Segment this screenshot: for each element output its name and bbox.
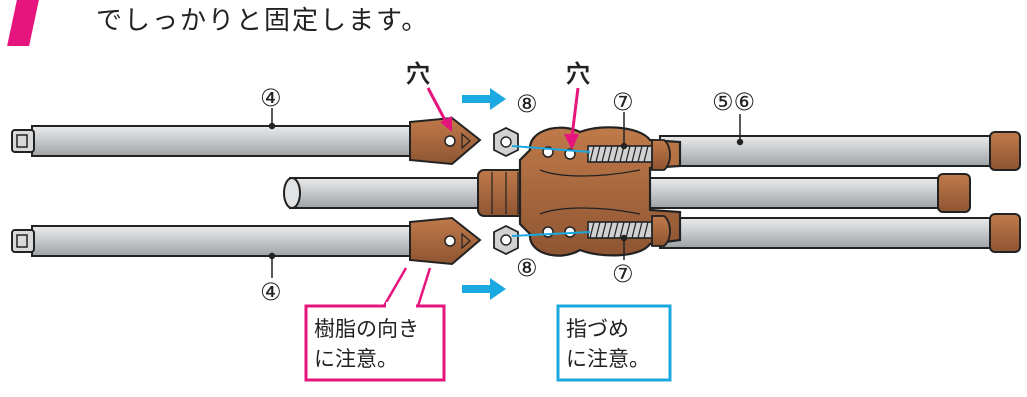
label-hole-left: 穴 [406,60,430,88]
pipe-56-bottom [659,213,1021,253]
alignment-lines [511,145,591,237]
label-part-4-top: ④ [260,84,282,112]
callout-fingers-line1: 指づめ [566,317,629,341]
instruction-text: でしっかりと固定します。 [96,6,430,36]
label-part-4-bottom: ④ [260,278,282,306]
hole-arrow-left [426,87,452,132]
callout-resin-line1: 樹脂の向き [314,317,419,341]
label-part-56: ⑤⑥ [712,88,755,116]
label-part-8-top: ⑧ [516,90,538,118]
leader-lines [268,108,744,278]
pipe-center [283,169,531,217]
label-hole-right: 穴 [566,60,590,88]
nut-8-bottom [493,224,519,256]
nut-8-top [493,126,519,158]
callout-fingers: 指づめ に注意。 [556,304,672,382]
label-part-8-bottom: ⑧ [516,254,538,282]
pipe-4-bottom [11,216,482,266]
direction-arrow-bottom [462,278,506,300]
pipe-56-top [659,131,1021,171]
callout-fingers-line2: に注意。 [566,347,650,371]
label-part-7-bottom: ⑦ [612,260,634,288]
hole-arrow-right [564,87,580,150]
pipe-4-top [11,116,482,166]
bolt-7-top [587,139,671,171]
callout-resin-line2: に注意。 [314,347,398,371]
pipe-56-middle [639,173,971,213]
callout-resin: 樹脂の向き に注意。 [304,267,446,382]
direction-arrow-top [462,88,506,110]
label-part-7-top: ⑦ [612,88,634,116]
